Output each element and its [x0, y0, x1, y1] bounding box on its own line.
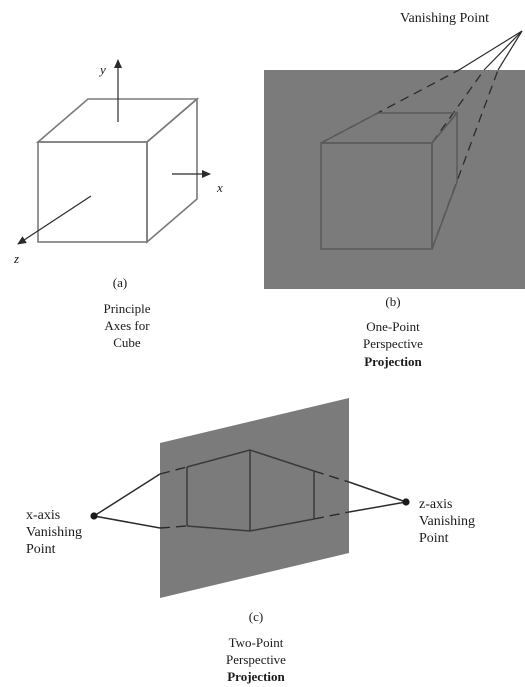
- panel-b-one-point: Vanishing Point (b) One-Point Perspectiv…: [264, 11, 525, 369]
- z-axis-vanishing-point-dot: [402, 498, 410, 506]
- panel-a-caption-line-2: Axes for: [104, 318, 150, 333]
- projection-lines-c-solid: [93, 473, 407, 529]
- cube-a: [35, 97, 200, 244]
- cube-b: [320, 110, 459, 250]
- panel-c-label: (c): [249, 609, 263, 624]
- projection-lines-b-solid: [458, 30, 523, 71]
- x-axis-vp-label-line-3: Point: [26, 542, 56, 557]
- z-axis-vp-label-line-1: z-axis: [419, 497, 452, 512]
- z-axis-vp-label-line-3: Point: [419, 531, 449, 546]
- cube-c: [186, 449, 315, 532]
- x-axis-vanishing-point-dot: [90, 512, 98, 520]
- panel-b-label: (b): [385, 294, 400, 309]
- panel-a-caption-line-1: Principle: [104, 301, 151, 316]
- panel-b-caption-line-2: Perspective: [363, 336, 423, 351]
- panel-c-caption-line-2: Perspective: [226, 652, 286, 667]
- x-axis-vp-label-line-2: Vanishing: [26, 525, 82, 540]
- panel-a-caption-line-3: Cube: [113, 335, 141, 350]
- z-axis-arrow: [17, 195, 92, 245]
- panel-b-caption-line-1: One-Point: [366, 319, 420, 334]
- projection-lines-c-dashed: [159, 466, 350, 529]
- x-axis-label: x: [216, 180, 223, 195]
- y-axis-label: y: [98, 62, 106, 77]
- z-axis-vp-label-line-2: Vanishing: [419, 514, 475, 529]
- x-axis-vp-label-line-1: x-axis: [26, 508, 60, 523]
- z-axis-label: z: [13, 251, 19, 266]
- panel-c-caption-line-3: Projection: [227, 669, 285, 684]
- picture-plane-c: [160, 398, 349, 598]
- vanishing-point-label: Vanishing Point: [400, 11, 489, 26]
- panel-a-label: (a): [113, 275, 127, 290]
- panel-c-two-point: x-axis Vanishing Point z-axis Vanishing …: [26, 398, 475, 684]
- panel-b-caption-line-3: Projection: [364, 354, 422, 369]
- panel-c-caption-line-1: Two-Point: [229, 635, 284, 650]
- picture-plane-b: [264, 70, 525, 289]
- panel-a-cube-axes: y x z (a) Principle Axes for Cube: [13, 59, 223, 350]
